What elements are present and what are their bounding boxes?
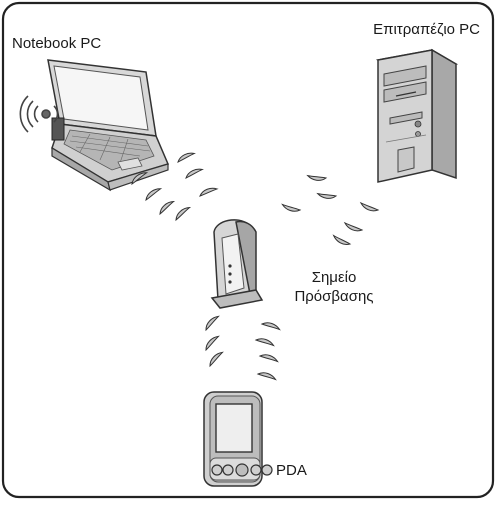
desktop-label: Επιτραπέζιο PC [373, 21, 480, 38]
pda-icon [203, 391, 273, 487]
notebook-label: Notebook PC [12, 35, 102, 52]
wireless-waves-pda [202, 314, 281, 384]
access-point-label-line2: Πρόσβασης [294, 288, 374, 305]
access-point-icon [210, 219, 264, 309]
laptop-icon [47, 59, 170, 192]
wireless-signal-icon [19, 95, 59, 133]
desktop-tower-icon [375, 48, 459, 183]
pda-label: PDA [276, 462, 307, 479]
access-point-label-line1: Σημείο [311, 269, 357, 286]
wireless-waves-desktop [281, 171, 379, 249]
